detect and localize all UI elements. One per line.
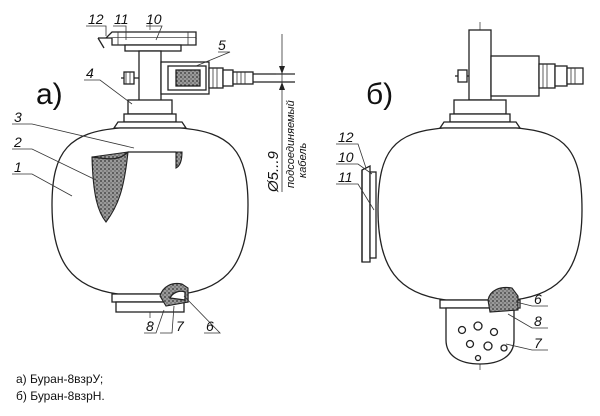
callout-10-a: 10 xyxy=(146,11,162,27)
callout-6-a: 6 xyxy=(206,318,214,334)
head-flange-a xyxy=(123,113,177,123)
callout-2-a: 2 xyxy=(13,134,22,150)
figure-b-label: б) xyxy=(366,78,393,111)
leaders-b xyxy=(336,143,548,351)
figure-a-label: а) xyxy=(36,78,63,111)
callout-11-b: 11 xyxy=(338,169,353,185)
neck-a xyxy=(138,50,162,102)
callout-5-a: 5 xyxy=(218,37,226,53)
callout-12-a: 12 xyxy=(88,11,104,27)
vessel-b xyxy=(377,127,583,301)
head-block-b xyxy=(453,99,507,115)
mount-bracket-a xyxy=(97,31,197,52)
callout-10-b: 10 xyxy=(338,149,354,165)
callout-7-a: 7 xyxy=(176,318,185,334)
side-housing-b xyxy=(490,55,540,97)
callout-8-b: 8 xyxy=(534,313,542,329)
seal-section-b xyxy=(487,286,519,313)
cable-entry-a xyxy=(160,61,295,95)
callout-8-a: 8 xyxy=(146,318,154,334)
cross-bolt-b xyxy=(455,69,469,83)
callout-3-a: 3 xyxy=(14,109,22,125)
vessel-a xyxy=(51,127,249,295)
leaders-a xyxy=(12,25,231,334)
side-bracket-b xyxy=(361,164,377,263)
caption-line-b: б) Буран-8взрН. xyxy=(16,389,105,403)
cable-note-line1: подсоединяемый xyxy=(285,100,297,188)
bottom-nozzle-b xyxy=(445,307,515,365)
figure-a xyxy=(12,20,295,334)
cross-bolt-a xyxy=(121,71,139,85)
head-block-a xyxy=(127,99,173,115)
dimension-a xyxy=(276,34,295,192)
cable-note-line2: кабель xyxy=(297,143,309,178)
callout-12-b: 12 xyxy=(338,129,354,145)
neck-b xyxy=(468,29,492,101)
caption-line-a: а) Буран-8взрУ; xyxy=(16,372,104,386)
powder-section-a xyxy=(91,151,129,223)
callout-6-b: 6 xyxy=(534,291,542,307)
top-collar-a xyxy=(112,121,188,129)
figure-b xyxy=(336,22,584,370)
dimension-text: Ø5...9 xyxy=(265,150,282,193)
callout-7-b: 7 xyxy=(534,335,543,351)
callout-1-a: 1 xyxy=(14,159,22,175)
callout-11-a: 11 xyxy=(114,11,129,27)
bottom-cap-a xyxy=(115,301,185,313)
callout-4-a: 4 xyxy=(86,65,94,81)
